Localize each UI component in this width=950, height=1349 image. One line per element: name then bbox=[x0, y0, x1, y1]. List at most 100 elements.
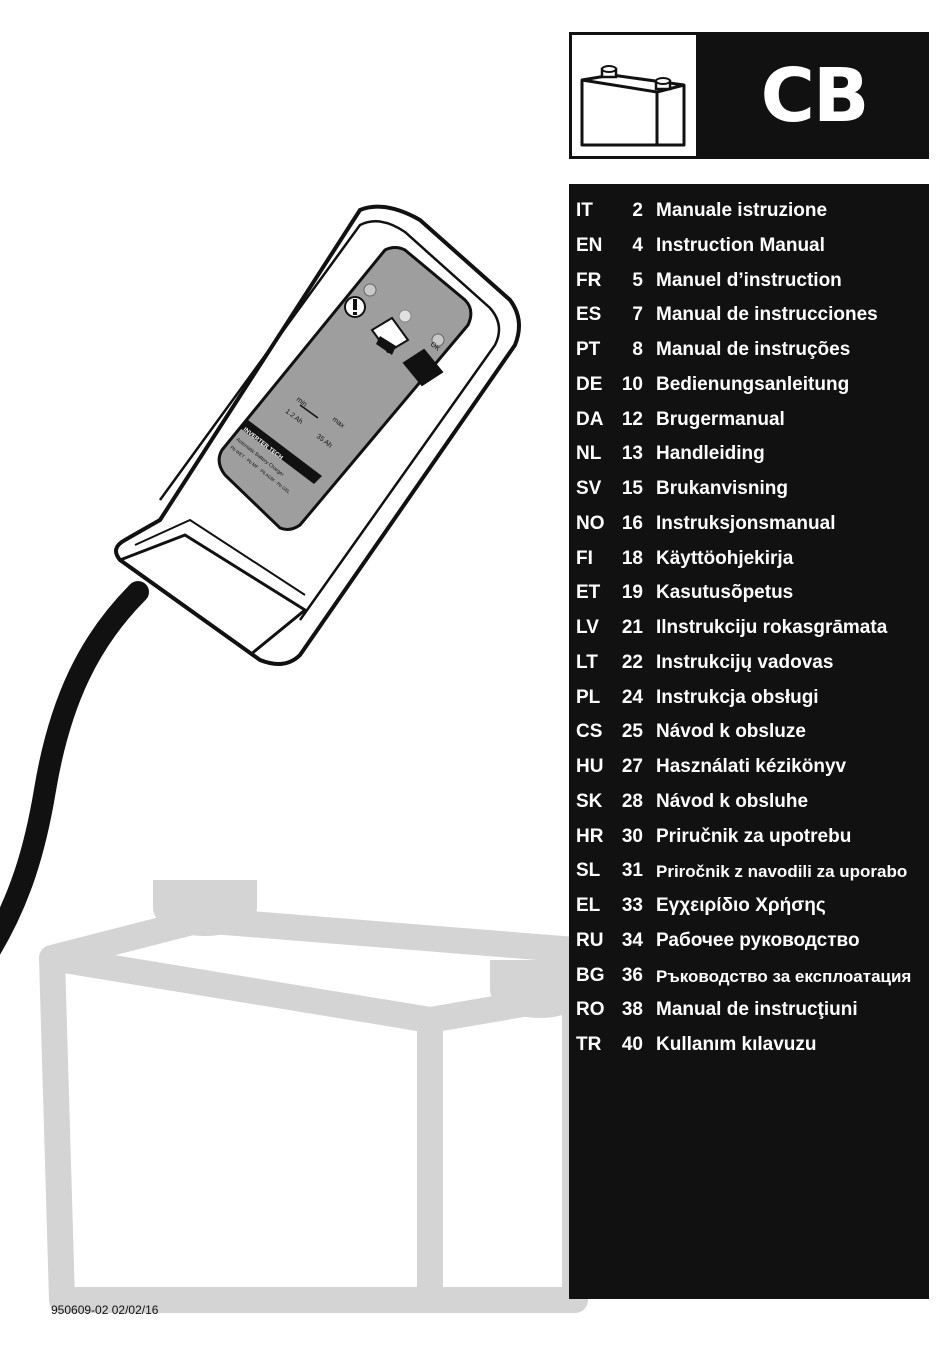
language-title: Käyttöohjekirja bbox=[656, 547, 794, 569]
language-code: PT bbox=[576, 339, 601, 360]
header-box: CB bbox=[569, 32, 929, 159]
language-page: 19 bbox=[621, 582, 643, 604]
language-title: Priročnik z navodili za uporabo bbox=[656, 862, 908, 882]
language-title: Manuel d’instruction bbox=[656, 269, 842, 291]
language-row-fr[interactable]: FR 5 Manuel d’instruction bbox=[569, 266, 929, 301]
language-title: Návod k obsluze bbox=[656, 721, 806, 743]
language-page: 22 bbox=[621, 651, 643, 673]
language-page: 28 bbox=[621, 790, 643, 812]
language-code: IT bbox=[576, 200, 593, 221]
language-title: Ilnstrukciju rokasgrāmata bbox=[656, 617, 888, 638]
language-page: 2 bbox=[632, 200, 643, 221]
language-code: SK bbox=[576, 790, 603, 812]
language-title: Bedienungsanleitung bbox=[656, 373, 850, 395]
language-code: BG bbox=[576, 964, 605, 986]
language-title: Brugermanual bbox=[656, 408, 785, 430]
language-code: TR bbox=[576, 1034, 602, 1055]
language-code: HU bbox=[576, 756, 604, 777]
language-row-da[interactable]: DA 12 Brugermanual bbox=[569, 405, 929, 440]
language-row-es[interactable]: ES 7 Manual de instrucciones bbox=[569, 300, 929, 335]
language-title: Instrukcijų vadovas bbox=[656, 651, 834, 673]
language-row-sl[interactable]: SL 31 Priročnik z navodili za uporabo bbox=[569, 856, 929, 891]
language-page: 25 bbox=[621, 721, 643, 743]
language-code: SV bbox=[576, 478, 602, 499]
language-row-lv[interactable]: LV 21 Ilnstrukciju rokasgrāmata bbox=[569, 613, 929, 648]
language-code: PL bbox=[576, 686, 601, 708]
language-code: CS bbox=[576, 721, 603, 743]
language-page: 31 bbox=[621, 860, 643, 882]
language-row-el[interactable]: EL 33 Εγχειρίδιο Χρήσης bbox=[569, 891, 929, 926]
charger-body: min 1.2 Ah max 35 Ah OK INVERTER TECH Au… bbox=[114, 204, 521, 666]
battery-charging-icon bbox=[370, 316, 410, 355]
language-title: Manual de instrucciones bbox=[656, 304, 878, 326]
language-title: Рабочее руководство bbox=[656, 929, 860, 951]
language-page: 10 bbox=[621, 373, 643, 395]
language-code: LV bbox=[576, 617, 599, 638]
language-page: 36 bbox=[621, 964, 643, 986]
language-code: ES bbox=[576, 304, 602, 326]
language-title: Kasutusõpetus bbox=[656, 582, 794, 604]
language-title: Priručnik za upotrebu bbox=[656, 825, 852, 847]
language-code: RO bbox=[576, 999, 605, 1021]
language-page: 18 bbox=[621, 547, 643, 569]
language-title: Használati kézikönyv bbox=[656, 756, 847, 777]
language-page: 5 bbox=[632, 269, 643, 291]
language-page: 15 bbox=[621, 478, 643, 499]
language-title: Instrukcja obsługi bbox=[656, 686, 819, 708]
language-code: SL bbox=[576, 860, 601, 882]
language-row-bg[interactable]: BG 36 Ръководство за експлоатация bbox=[569, 961, 929, 996]
language-title: Instruction Manual bbox=[656, 234, 825, 256]
battery-icon bbox=[580, 65, 686, 147]
language-title: Handleiding bbox=[656, 443, 765, 465]
charger-cable bbox=[0, 581, 149, 955]
language-page: 34 bbox=[621, 929, 643, 951]
language-row-de[interactable]: DE 10 Bedienungsanleitung bbox=[569, 370, 929, 405]
language-page: 12 bbox=[621, 408, 643, 430]
language-page: 33 bbox=[621, 895, 643, 916]
battery-terminal-icon bbox=[153, 880, 590, 1018]
language-code: RU bbox=[576, 929, 604, 951]
led-charging bbox=[398, 309, 412, 323]
language-code: FI bbox=[576, 547, 593, 569]
language-code: HR bbox=[576, 825, 604, 847]
language-row-fi[interactable]: FI 18 Käyttöohjekirja bbox=[569, 544, 929, 579]
warning-icon bbox=[344, 296, 366, 318]
language-row-hr[interactable]: HR 30 Priručnik za upotrebu bbox=[569, 822, 929, 857]
language-title: Instruksjonsmanual bbox=[656, 512, 836, 534]
language-page: 30 bbox=[621, 825, 643, 847]
document-reference: 950609-02 02/02/16 bbox=[51, 1303, 159, 1317]
language-code: FR bbox=[576, 269, 602, 291]
language-row-ro[interactable]: RO 38 Manual de instrucţiuni bbox=[569, 995, 929, 1030]
language-title: Εγχειρίδιο Χρήσης bbox=[656, 895, 826, 916]
language-code: DA bbox=[576, 408, 604, 430]
language-row-cs[interactable]: CS 25 Návod k obsluze bbox=[569, 717, 929, 752]
language-title: Ръководство за експлоатация bbox=[656, 966, 912, 986]
product-code: CB bbox=[760, 53, 870, 139]
language-page: 16 bbox=[621, 512, 643, 534]
language-code: DE bbox=[576, 373, 603, 395]
language-page: 38 bbox=[621, 999, 643, 1021]
language-row-ru[interactable]: RU 34 Рабочее руководство bbox=[569, 926, 929, 961]
language-row-sv[interactable]: SV 15 Brukanvisning bbox=[569, 474, 929, 509]
language-code: NL bbox=[576, 443, 602, 465]
language-page: 8 bbox=[632, 339, 643, 360]
language-page: 7 bbox=[632, 304, 643, 326]
language-code: EL bbox=[576, 895, 601, 916]
language-page: 21 bbox=[621, 617, 643, 638]
language-title: Brukanvisning bbox=[656, 478, 788, 499]
language-title: Manual de instrucţiuni bbox=[656, 999, 858, 1021]
language-code: EN bbox=[576, 234, 603, 256]
